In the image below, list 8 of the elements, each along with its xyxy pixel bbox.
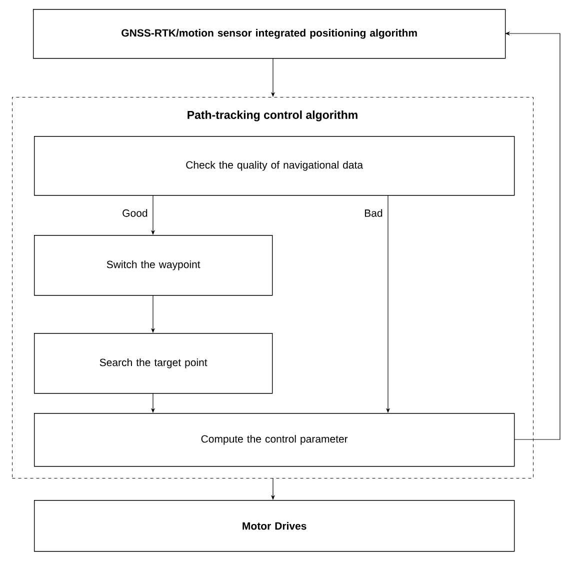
process-box: Switch the waypoint	[34, 235, 273, 296]
process-box: Motor Drives	[34, 500, 515, 552]
process-box: Check the quality of navigational data	[34, 136, 515, 196]
process-box: GNSS-RTK/motion sensor integrated positioning algorithm	[33, 9, 506, 59]
edge-label: Bad	[363, 208, 384, 218]
edge-label: Good	[121, 208, 149, 218]
process-box: Search the target point	[34, 333, 273, 394]
process-box: Compute the control parameter	[34, 413, 515, 467]
